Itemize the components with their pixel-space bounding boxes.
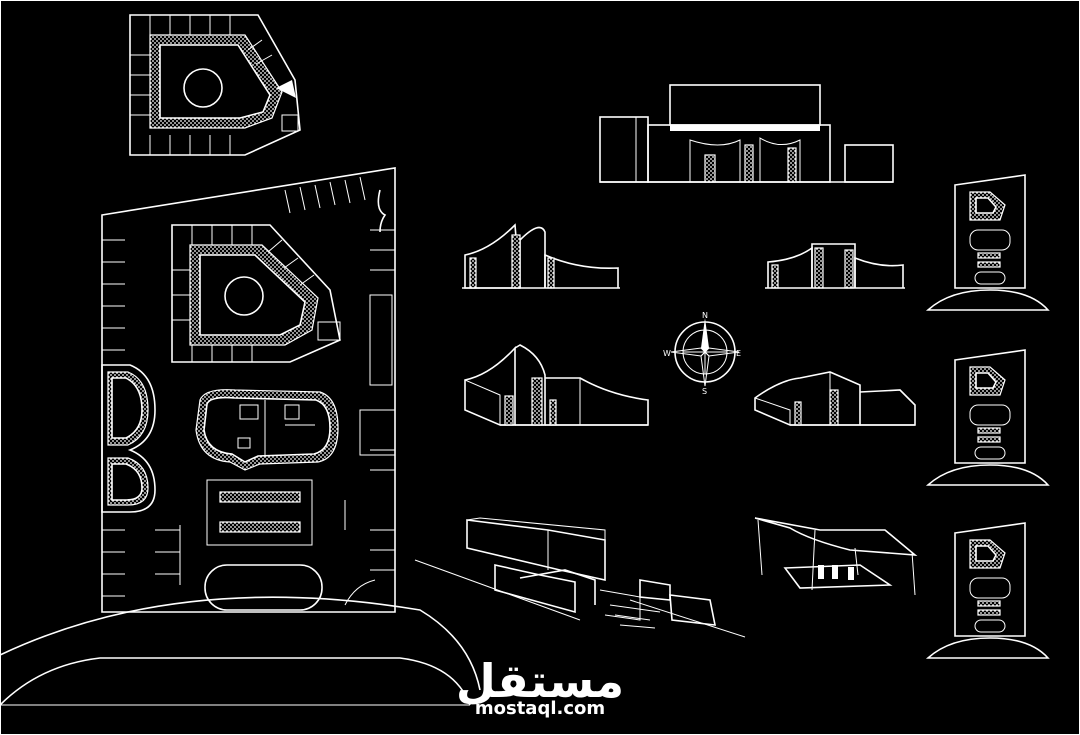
perspective-view-left — [464, 344, 649, 426]
main-site-plan — [101, 167, 396, 613]
side-elevation-left — [462, 223, 620, 289]
watermark-latin: mostaql.com — [475, 698, 605, 719]
isometric-massing — [414, 517, 746, 638]
compass-south-label: S — [702, 387, 707, 396]
thumbnail-plan-3 — [925, 522, 1050, 659]
canopy-structure — [754, 517, 918, 596]
compass-east-label: E — [736, 349, 741, 358]
north-compass: N S E W — [663, 311, 741, 396]
front-elevation — [599, 84, 894, 183]
top-building-plan — [129, 14, 301, 156]
mostaql-watermark: مستقل mostaql.com — [456, 654, 624, 719]
road-arc-inner — [0, 657, 471, 706]
watermark-arabic: مستقل — [456, 654, 624, 708]
compass-north-label: N — [702, 311, 708, 320]
perspective-view-right — [754, 371, 916, 426]
thumbnail-plan-1 — [925, 174, 1050, 311]
compass-west-label: W — [663, 349, 671, 358]
side-elevation-right — [765, 243, 905, 289]
thumbnail-plan-2 — [925, 349, 1050, 486]
road-arc-outer — [0, 596, 481, 691]
